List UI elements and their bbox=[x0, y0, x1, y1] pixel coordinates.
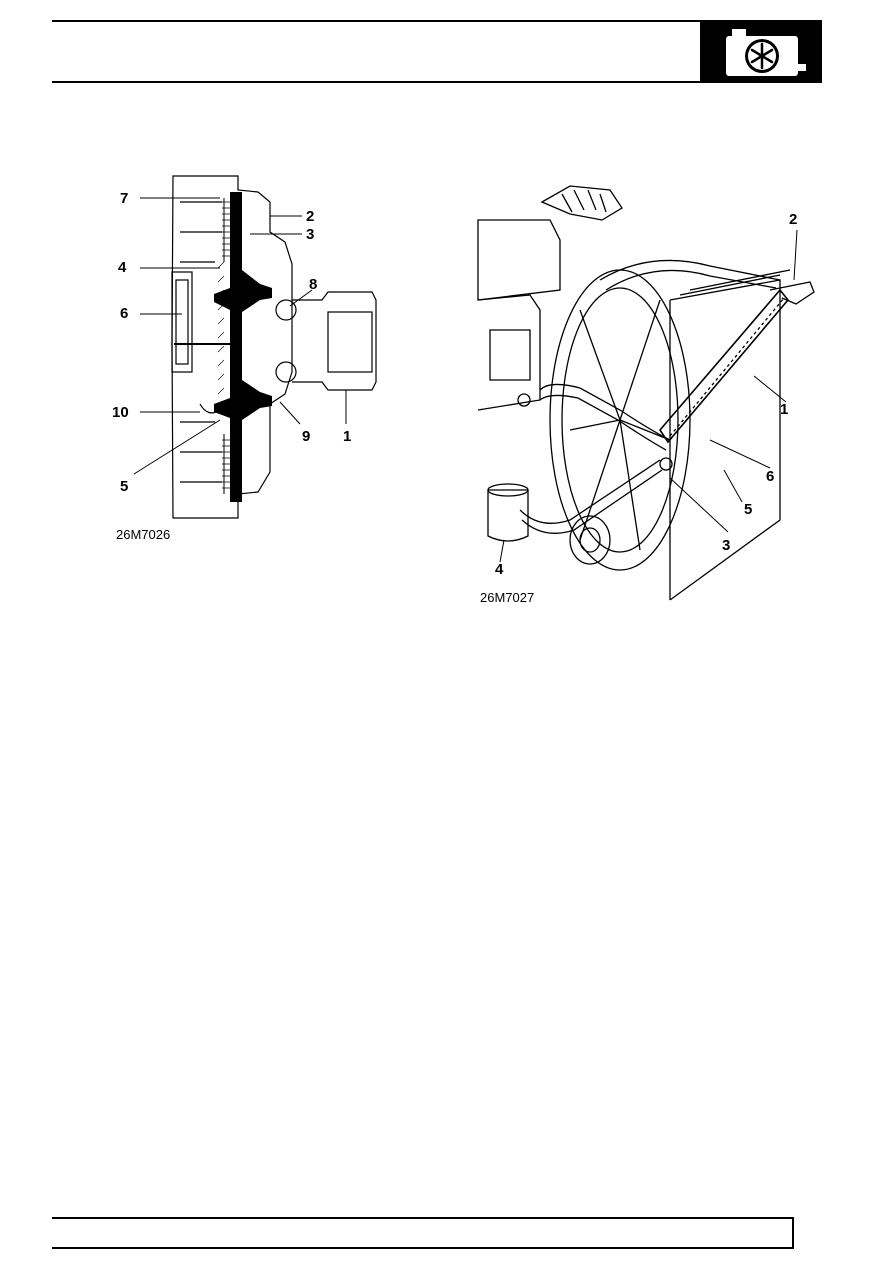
callout-1: 1 bbox=[780, 401, 789, 418]
callout-6: 6 bbox=[766, 468, 775, 485]
figure-code: 26M7027 bbox=[480, 590, 535, 605]
callout-1: 1 bbox=[343, 428, 352, 445]
viscous-coupling-section-illustration bbox=[133, 175, 377, 519]
callout-7: 7 bbox=[120, 190, 129, 207]
callout-9: 9 bbox=[302, 428, 311, 445]
figure-code: 26M7026 bbox=[116, 527, 171, 542]
callout-10: 10 bbox=[112, 404, 129, 421]
footer-top-rule bbox=[52, 1217, 794, 1219]
callout-4: 4 bbox=[118, 259, 127, 276]
callout-2: 2 bbox=[789, 211, 798, 228]
footer-bottom-rule bbox=[52, 1247, 794, 1249]
header-top-rule bbox=[52, 20, 702, 22]
callout-3: 3 bbox=[722, 537, 731, 554]
callout-5: 5 bbox=[744, 501, 753, 518]
callout-2: 2 bbox=[306, 208, 315, 225]
callout-3: 3 bbox=[306, 226, 315, 243]
radiator-cooling-fan-icon bbox=[726, 29, 806, 76]
callout-4: 4 bbox=[495, 561, 504, 578]
section-icon-badge bbox=[700, 20, 822, 82]
header-bottom-rule bbox=[52, 81, 822, 83]
callout-8: 8 bbox=[309, 276, 318, 293]
footer-right-rule bbox=[792, 1217, 794, 1249]
callout-5: 5 bbox=[120, 478, 129, 495]
fluid-cooler-engine-bay-illustration bbox=[477, 185, 815, 601]
callout-6: 6 bbox=[120, 305, 129, 322]
